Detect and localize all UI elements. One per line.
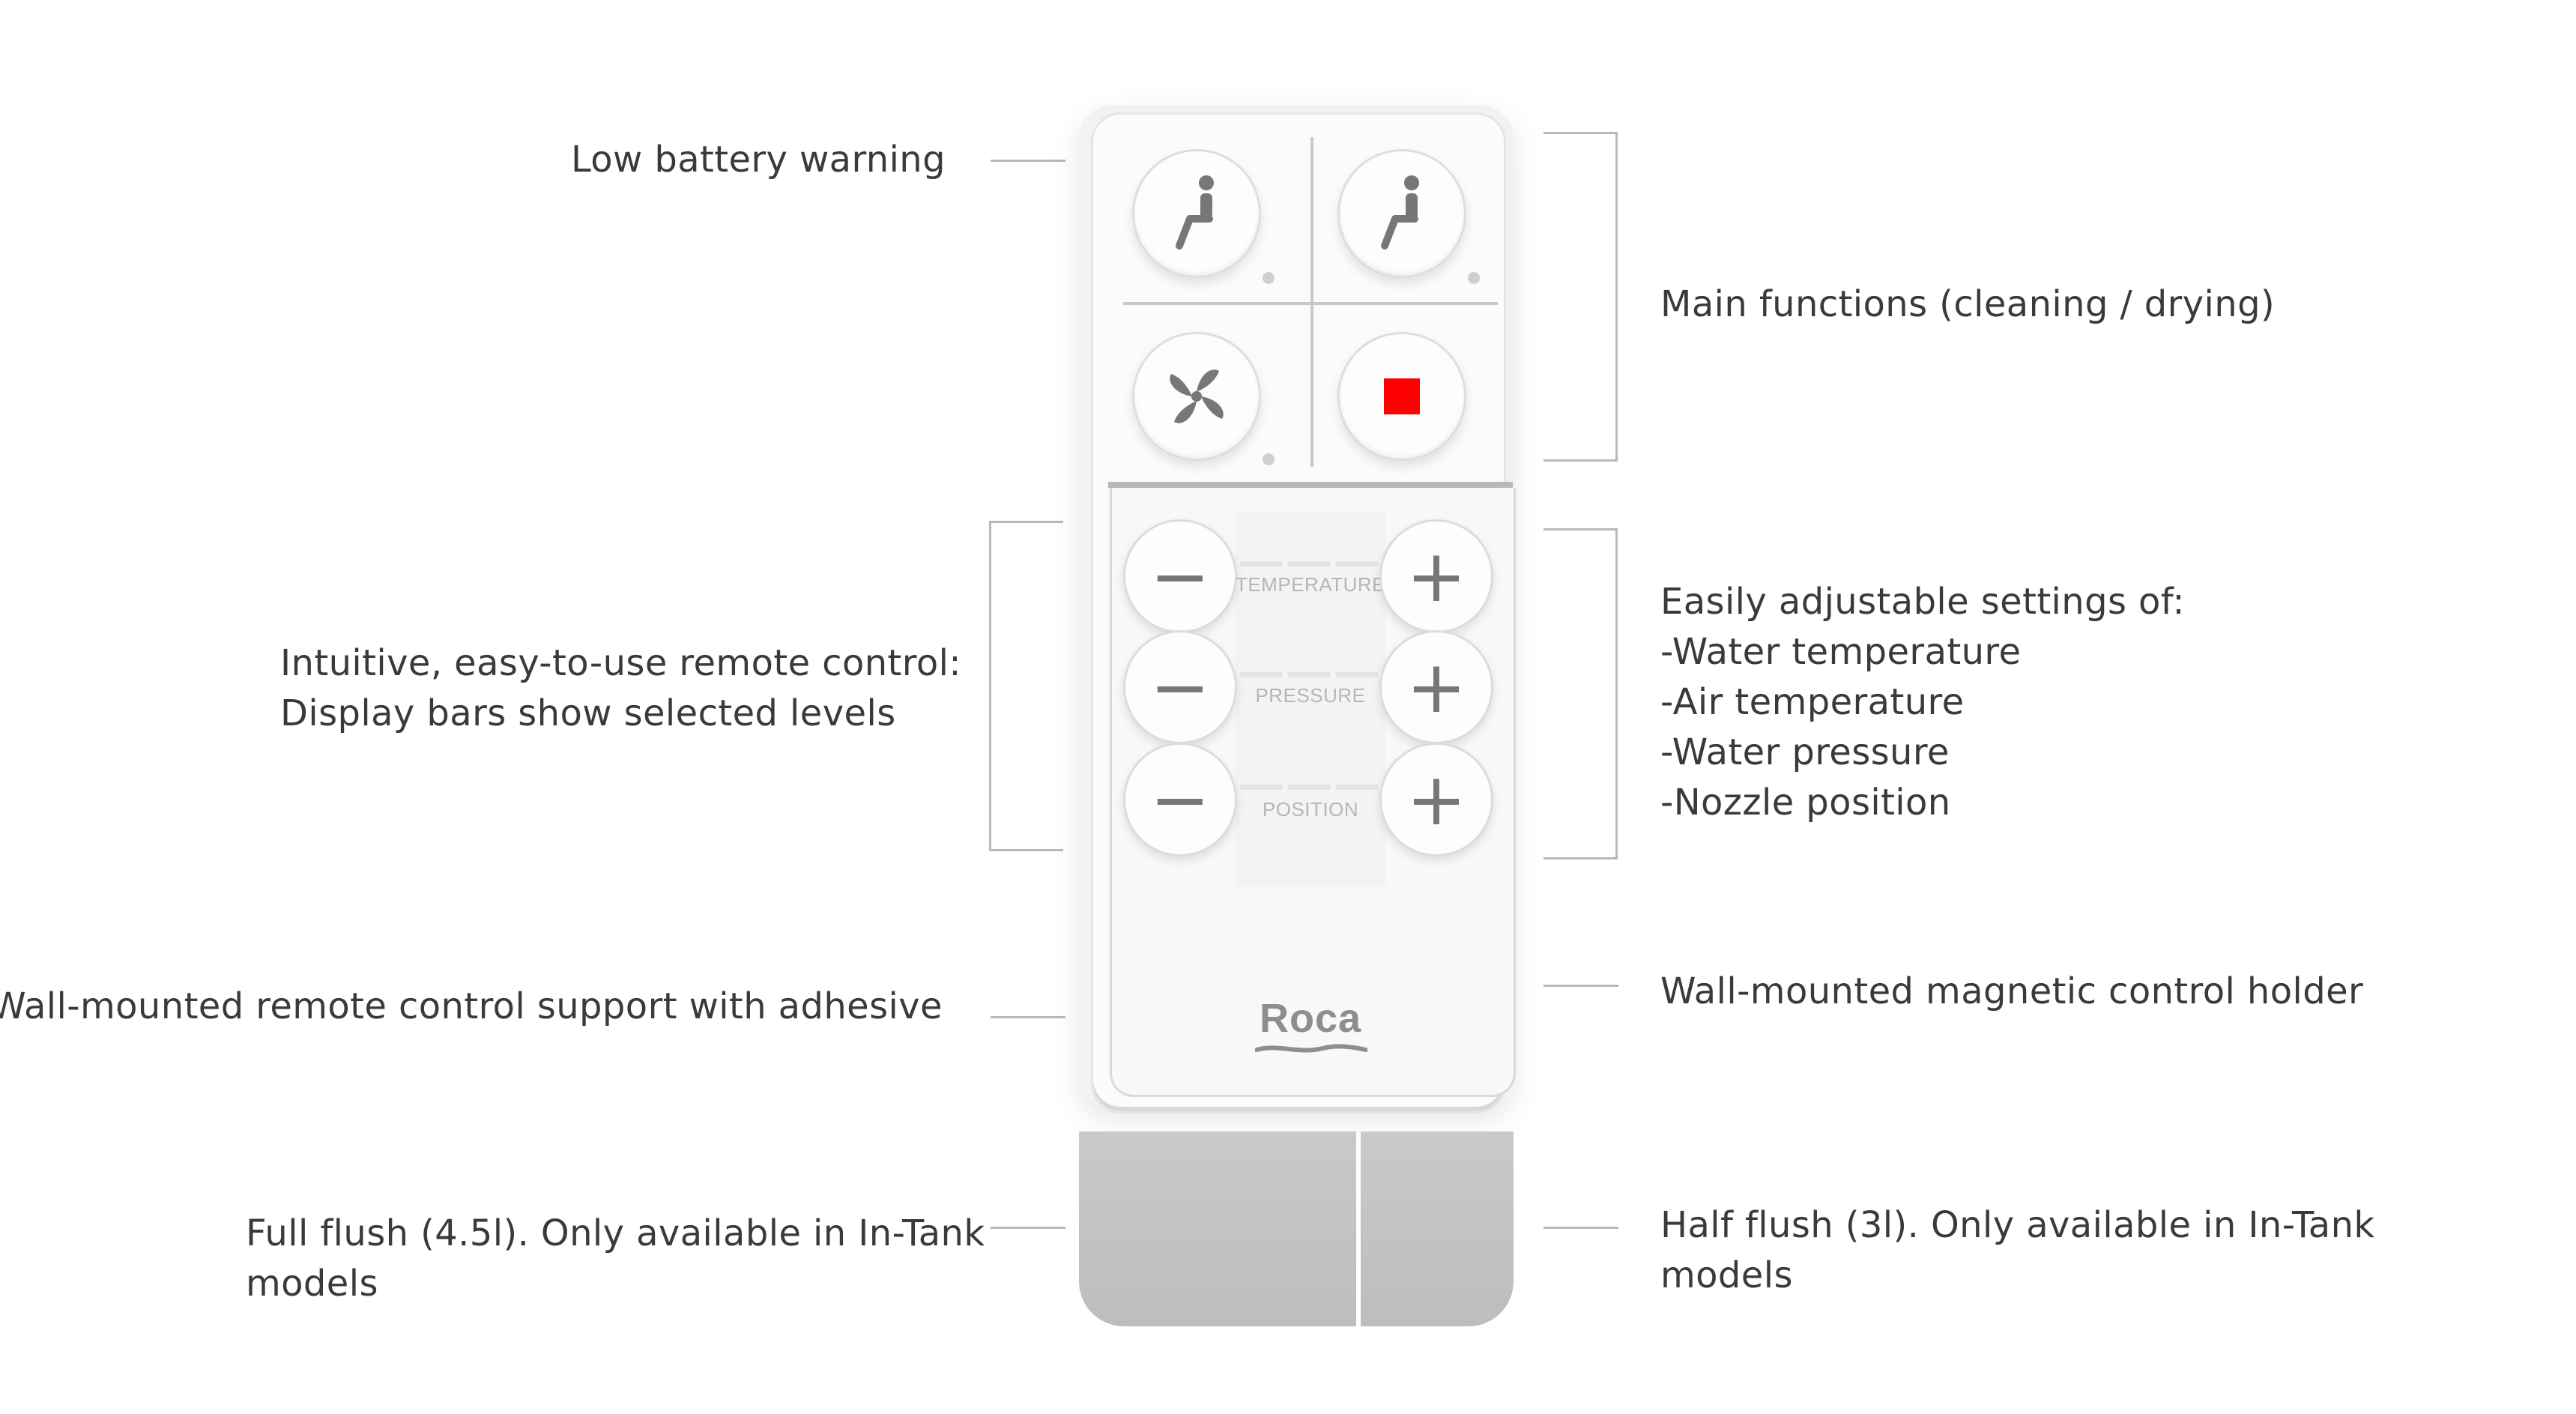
minus-icon: − [1149,534,1211,618]
temperature-label: TEMPERATURE [1235,573,1386,596]
callout-magnetic-holder: Wall-mounted magnetic control holder [1660,970,2364,1012]
leader-line-wall-support [991,1016,1065,1018]
position-level-bars [1240,785,1378,790]
callout-wall-support: Wall-mounted remote control support with… [0,985,943,1027]
leader-line-half-flush [1544,1227,1618,1229]
callout-settings-item: -Water temperature [1660,631,2022,673]
leader-line-full-flush [991,1227,1065,1229]
pressure-label: PRESSURE [1255,684,1366,707]
callout-settings-item: -Water pressure [1660,731,1950,773]
remote-body: − TEMPERATURE + − PRESSURE + − POSITION … [1091,112,1516,1114]
section-separator [1108,482,1513,488]
temperature-minus-button[interactable]: − [1123,519,1237,633]
pressure-plus-button[interactable]: + [1379,630,1493,744]
minus-icon: − [1149,758,1211,842]
bracket-settings [1544,528,1618,859]
temperature-plus-button[interactable]: + [1379,519,1493,633]
position-plus-button[interactable]: + [1379,743,1493,856]
callout-half-flush-line1: Half flush (3l). Only available in In-Ta… [1660,1204,2375,1246]
top-divider-horizontal [1123,302,1498,305]
temperature-level-bars [1240,561,1378,566]
pressure-minus-button[interactable]: − [1123,630,1237,744]
full-flush-button[interactable] [1079,1131,1356,1326]
callout-settings-item: -Air temperature [1660,681,1965,723]
bracket-remote-controls [989,521,1063,851]
low-battery-indicator-dot [1263,272,1275,284]
callout-full-flush-line2: models [246,1263,378,1305]
callout-half-flush-line2: models [1660,1254,1793,1296]
callout-full-flush-line1: Full flush (4.5l). Only available in In-… [246,1212,985,1254]
level-display [1236,512,1385,886]
remote-control: − TEMPERATURE + − PRESSURE + − POSITION … [1079,105,1516,1379]
front-wash-button[interactable] [1337,149,1466,278]
bracket-main-functions [1544,132,1618,462]
stop-square-icon [1384,378,1420,414]
callout-remote-line2: Display bars show selected levels [280,692,896,734]
position-minus-button[interactable]: − [1123,743,1237,856]
half-flush-button[interactable] [1361,1131,1514,1326]
dryer-button[interactable] [1132,332,1261,461]
pressure-level-bars [1240,672,1378,677]
seated-person-icon [1176,175,1214,250]
stop-button[interactable] [1337,332,1466,461]
callout-main-functions: Main functions (cleaning / drying) [1660,283,2276,325]
callout-low-battery: Low battery warning [570,139,946,181]
logo-wave-icon [1255,1044,1367,1053]
leader-line-low-battery [991,160,1065,162]
fan-icon [1170,369,1224,423]
callout-remote-line1: Intuitive, easy-to-use remote control: [280,642,961,684]
plus-icon: + [1406,534,1467,618]
callout-settings-item: -Nozzle position [1660,782,1951,824]
plus-icon: + [1406,758,1467,842]
indicator-dot [1263,453,1275,465]
rear-wash-button[interactable] [1132,149,1261,278]
callout-settings-title: Easily adjustable settings of: [1660,581,2185,623]
minus-icon: − [1149,645,1211,729]
seated-person-icon [1381,175,1419,250]
plus-icon: + [1406,645,1467,729]
leader-line-magnetic-holder [1544,985,1618,987]
roca-logo: Roca [1259,996,1362,1041]
position-label: POSITION [1262,798,1359,821]
indicator-dot [1468,272,1480,284]
